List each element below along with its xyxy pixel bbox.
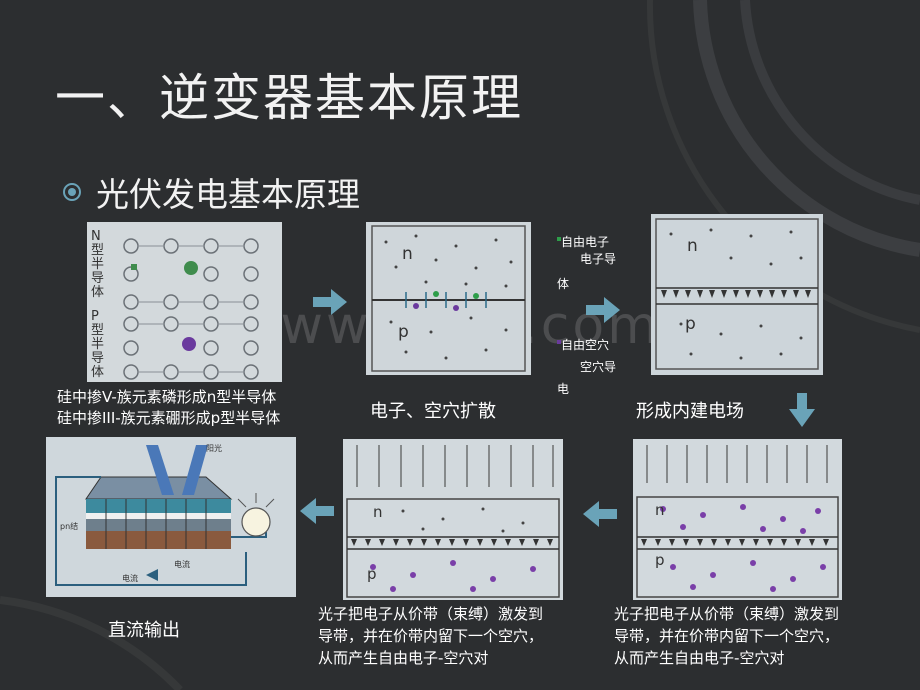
excitation-mid-caption-1: 光子把电子从价带（束缚）激发到 — [318, 605, 544, 623]
circle-bullet-icon — [63, 183, 81, 201]
field-n-mark: n — [687, 236, 698, 256]
doping-caption-n: 硅中掺V-族元素磷形成n型半导体 — [57, 388, 277, 406]
slide-subtitle: 光伏发电基本原理 — [96, 175, 360, 214]
legend-electron-conductor-2: 体 — [557, 277, 570, 291]
sunlight-label: 阳光 — [206, 444, 222, 453]
legend-hole-conductor-2: 电 — [557, 382, 570, 396]
built-in-field-image: n p — [651, 214, 823, 375]
down-arrow-icon — [789, 393, 815, 427]
excitation-right-p-mark: p — [655, 551, 665, 569]
excitation-right-image: n p — [633, 439, 842, 600]
diffusion-p-mark: p — [398, 322, 409, 342]
excitation-mid-p-mark: p — [367, 565, 377, 583]
legend-free-electron: 自由电子 — [557, 234, 609, 251]
electron-dot-icon — [557, 237, 561, 241]
legend-free-hole: 自由空穴 — [557, 337, 609, 354]
excitation-mid-n-mark: n — [373, 503, 383, 521]
legend-electron-conductor-1: 电子导 — [580, 252, 617, 266]
excitation-right-n-mark: n — [655, 501, 665, 519]
dc-output-image: 阳光 pn结 电流 电流 — [46, 437, 296, 597]
field-p-mark: p — [685, 314, 696, 334]
diffusion-image: n p — [366, 222, 531, 375]
excitation-mid-caption-2: 导带，并在价带内留下一个空穴， — [318, 627, 544, 645]
field-caption: 形成内建电场 — [636, 401, 744, 422]
left-arrow-icon — [300, 498, 334, 524]
p-type-label: P型半导体 — [91, 309, 105, 380]
left-arrow-icon — [583, 501, 617, 527]
pn-junction-label: pn结 — [60, 522, 79, 531]
excitation-right-caption-2: 导带，并在价带内留下一个空穴， — [614, 627, 840, 645]
doping-lattice-image: N型半导体 P型半导体 — [87, 222, 282, 382]
legend-hole-conductor-1: 空穴导 — [580, 360, 617, 374]
excitation-right-caption-3: 从而产生自由电子-空穴对 — [614, 649, 785, 667]
current-label-top: 电流 — [174, 560, 190, 569]
current-label-bottom: 电流 — [122, 574, 138, 583]
diffusion-n-mark: n — [402, 244, 413, 264]
slide-title: 一、逆变器基本原理 — [55, 69, 523, 127]
diffusion-caption: 电子、空穴扩散 — [370, 401, 496, 422]
excitation-mid-caption-3: 从而产生自由电子-空穴对 — [318, 649, 489, 667]
excitation-mid-image: n p — [343, 439, 563, 600]
n-type-label: N型半导体 — [91, 229, 105, 300]
doping-caption-p: 硅中掺III-族元素硼形成p型半导体 — [57, 409, 281, 427]
hole-dot-icon — [557, 340, 561, 344]
right-arrow-icon — [586, 297, 620, 323]
right-arrow-icon — [313, 289, 347, 315]
dc-output-caption: 直流输出 — [108, 620, 180, 641]
excitation-right-caption-1: 光子把电子从价带（束缚）激发到 — [614, 605, 840, 623]
